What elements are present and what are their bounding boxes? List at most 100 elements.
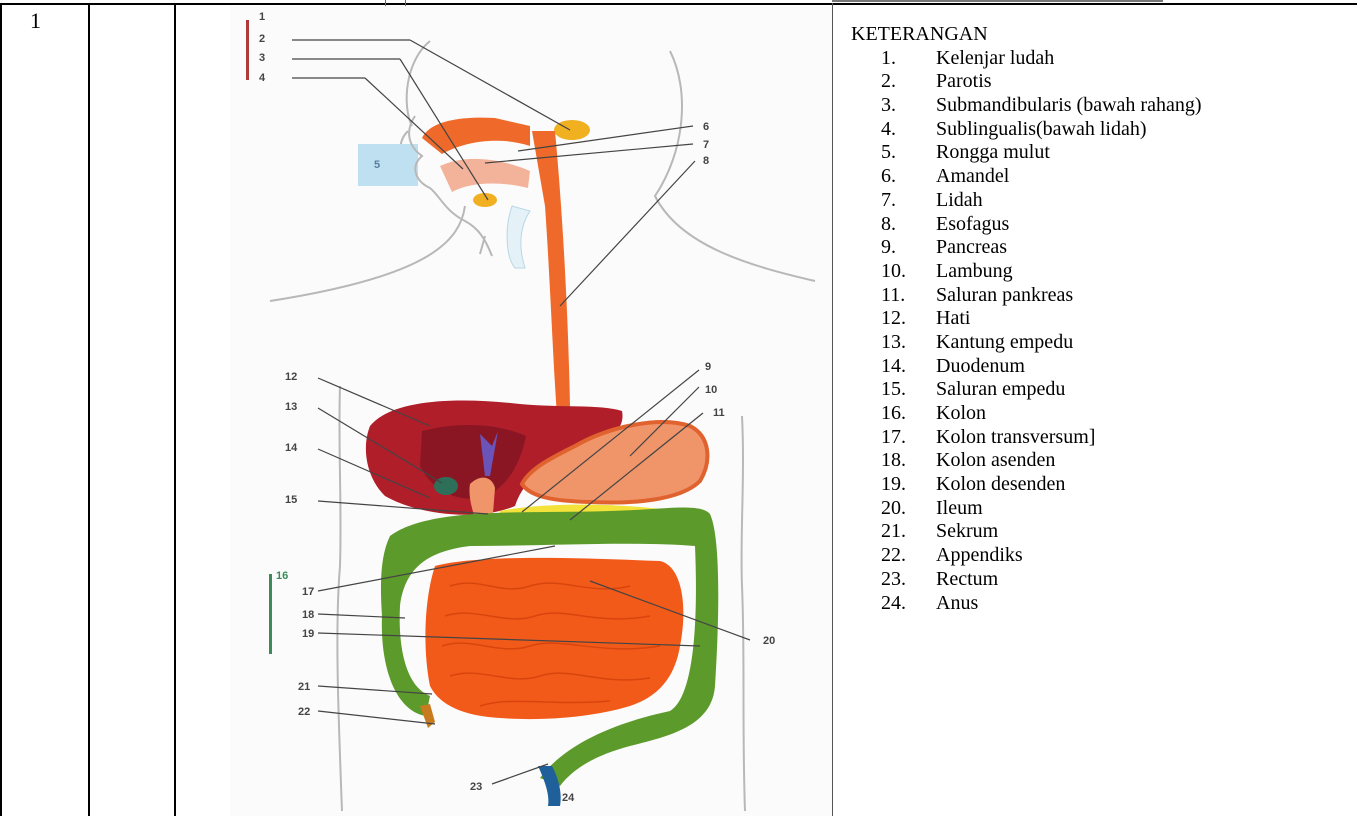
bracket-bar-16 [269,574,272,654]
callout-18: 18 [302,609,314,621]
legend-item-text: Pancreas [936,236,1007,260]
legend-item-text: Kantung empedu [936,331,1073,355]
legend-item: 15.Saluran empedu [851,378,988,402]
table-top-border [0,3,1357,5]
legend-item-text: Sublingualis(bawah lidah) [936,118,1147,142]
legend-item-number: 12. [881,307,917,331]
callout-8: 8 [703,155,709,167]
legend-item: 2.Parotis [851,70,988,94]
legend-title: KETERANGAN [851,23,988,47]
digestive-system-illustration: 1 2 3 4 5 6 7 8 9 10 11 12 13 14 15 16 1… [230,6,832,816]
legend-item: 14.Duodenum [851,355,988,379]
legend-item: 5.Rongga mulut [851,141,988,165]
callout-22: 22 [298,706,310,718]
legend-item: 11.Saluran pankreas [851,284,988,308]
legend-item: 17.Kolon transversum] [851,426,988,450]
legend-item-number: 21. [881,520,917,544]
tongue-shape [440,159,530,192]
legend-item-text: Kolon asenden [936,449,1055,473]
mouth-cavity [358,144,418,186]
callout-20: 20 [763,635,775,647]
legend-item-number: 14. [881,355,917,379]
appendix [420,704,435,728]
legend-item-text: Lambung [936,260,1013,284]
legend-item: 13.Kantung empedu [851,331,988,355]
legend-item: 9.Pancreas [851,236,988,260]
legend-item-text: Anus [936,592,978,616]
legend-item-text: Saluran empedu [936,378,1065,402]
legend-item: 4.Sublingualis(bawah lidah) [851,118,988,142]
legend-item: 3.Submandibularis (bawah rahang) [851,94,988,118]
legend-item-text: Duodenum [936,355,1025,379]
table-top-border-cut [832,0,1163,2]
callout-9: 9 [705,361,711,373]
legend-item: 24.Anus [851,592,988,616]
legend-item-text: Rongga mulut [936,141,1050,165]
callout-23: 23 [470,781,482,793]
legend-item-number: 19. [881,473,917,497]
legend-item-text: Esofagus [936,213,1009,237]
callout-5: 5 [374,159,380,171]
callout-10: 10 [705,384,717,396]
callout-21: 21 [298,681,310,693]
parotid-gland [554,120,590,140]
legend-item-number: 16. [881,402,917,426]
legend-item: 22.Appendiks [851,544,988,568]
table-divider [832,3,833,816]
legend-item-number: 1. [881,47,917,71]
legend-item: 23.Rectum [851,568,988,592]
legend-item: 18.Kolon asenden [851,449,988,473]
table-border-left [0,3,2,816]
legend-item: 20. Ileum [851,497,988,521]
legend-item-number: 5. [881,141,917,165]
legend-item-text: Saluran pankreas [936,284,1073,308]
legend-item-text: Sekrum [936,520,998,544]
legend-item-number: 2. [881,70,917,94]
legend-item: 21.Sekrum [851,520,988,544]
legend-item-number: 22. [881,544,917,568]
legend-item: 19.Kolon desenden [851,473,988,497]
callout-24: 24 [562,792,575,804]
legend-item-text: Hati [936,307,970,331]
callout-13: 13 [285,401,297,413]
legend-item-number: 13. [881,331,917,355]
legend-item: 12. Hati [851,307,988,331]
legend-item-text: Parotis [936,70,992,94]
legend-item: 6.Amandel [851,165,988,189]
legend-item-number: 18. [881,449,917,473]
table-divider [88,3,90,816]
palate-shape [422,118,530,154]
table-divider [174,3,176,816]
legend-list: 1.Kelenjar ludah 2.Parotis 3.Submandibul… [851,47,988,616]
legend-item-text: Appendiks [936,544,1023,568]
legend-item: 16.Kolon [851,402,988,426]
legend-item: 1.Kelenjar ludah [851,47,988,71]
legend: KETERANGAN 1.Kelenjar ludah 2.Parotis 3.… [851,23,988,615]
legend-item-number: 7. [881,189,917,213]
legend-item-number: 20. [881,497,917,521]
legend-item-text: Kolon transversum] [936,426,1095,450]
trachea [507,206,530,268]
legend-item-text: Kelenjar ludah [936,47,1054,71]
legend-item-number: 17. [881,426,917,450]
callout-7: 7 [703,139,709,151]
legend-item-text: Ileum [936,497,983,521]
legend-item-number: 6. [881,165,917,189]
legend-item-text: Rectum [936,568,998,592]
callout-1: 1 [259,11,265,23]
callout-16: 16 [276,570,288,582]
legend-item-number: 9. [881,236,917,260]
digestive-system-diagram: 1 2 3 4 5 6 7 8 9 10 11 12 13 14 15 16 1… [230,6,832,816]
row-number: 1 [30,8,41,34]
callout-19: 19 [302,628,314,640]
legend-item-text: Submandibularis (bawah rahang) [936,94,1201,118]
legend-item: 7.Lidah [851,189,988,213]
legend-item-number: 10. [881,260,917,284]
callout-12: 12 [285,371,297,383]
legend-item-number: 4. [881,118,917,142]
callout-11: 11 [713,407,725,419]
callout-4: 4 [259,72,266,84]
legend-item-text: Kolon desenden [936,473,1065,497]
callout-6: 6 [703,121,709,133]
legend-item-number: 8. [881,213,917,237]
